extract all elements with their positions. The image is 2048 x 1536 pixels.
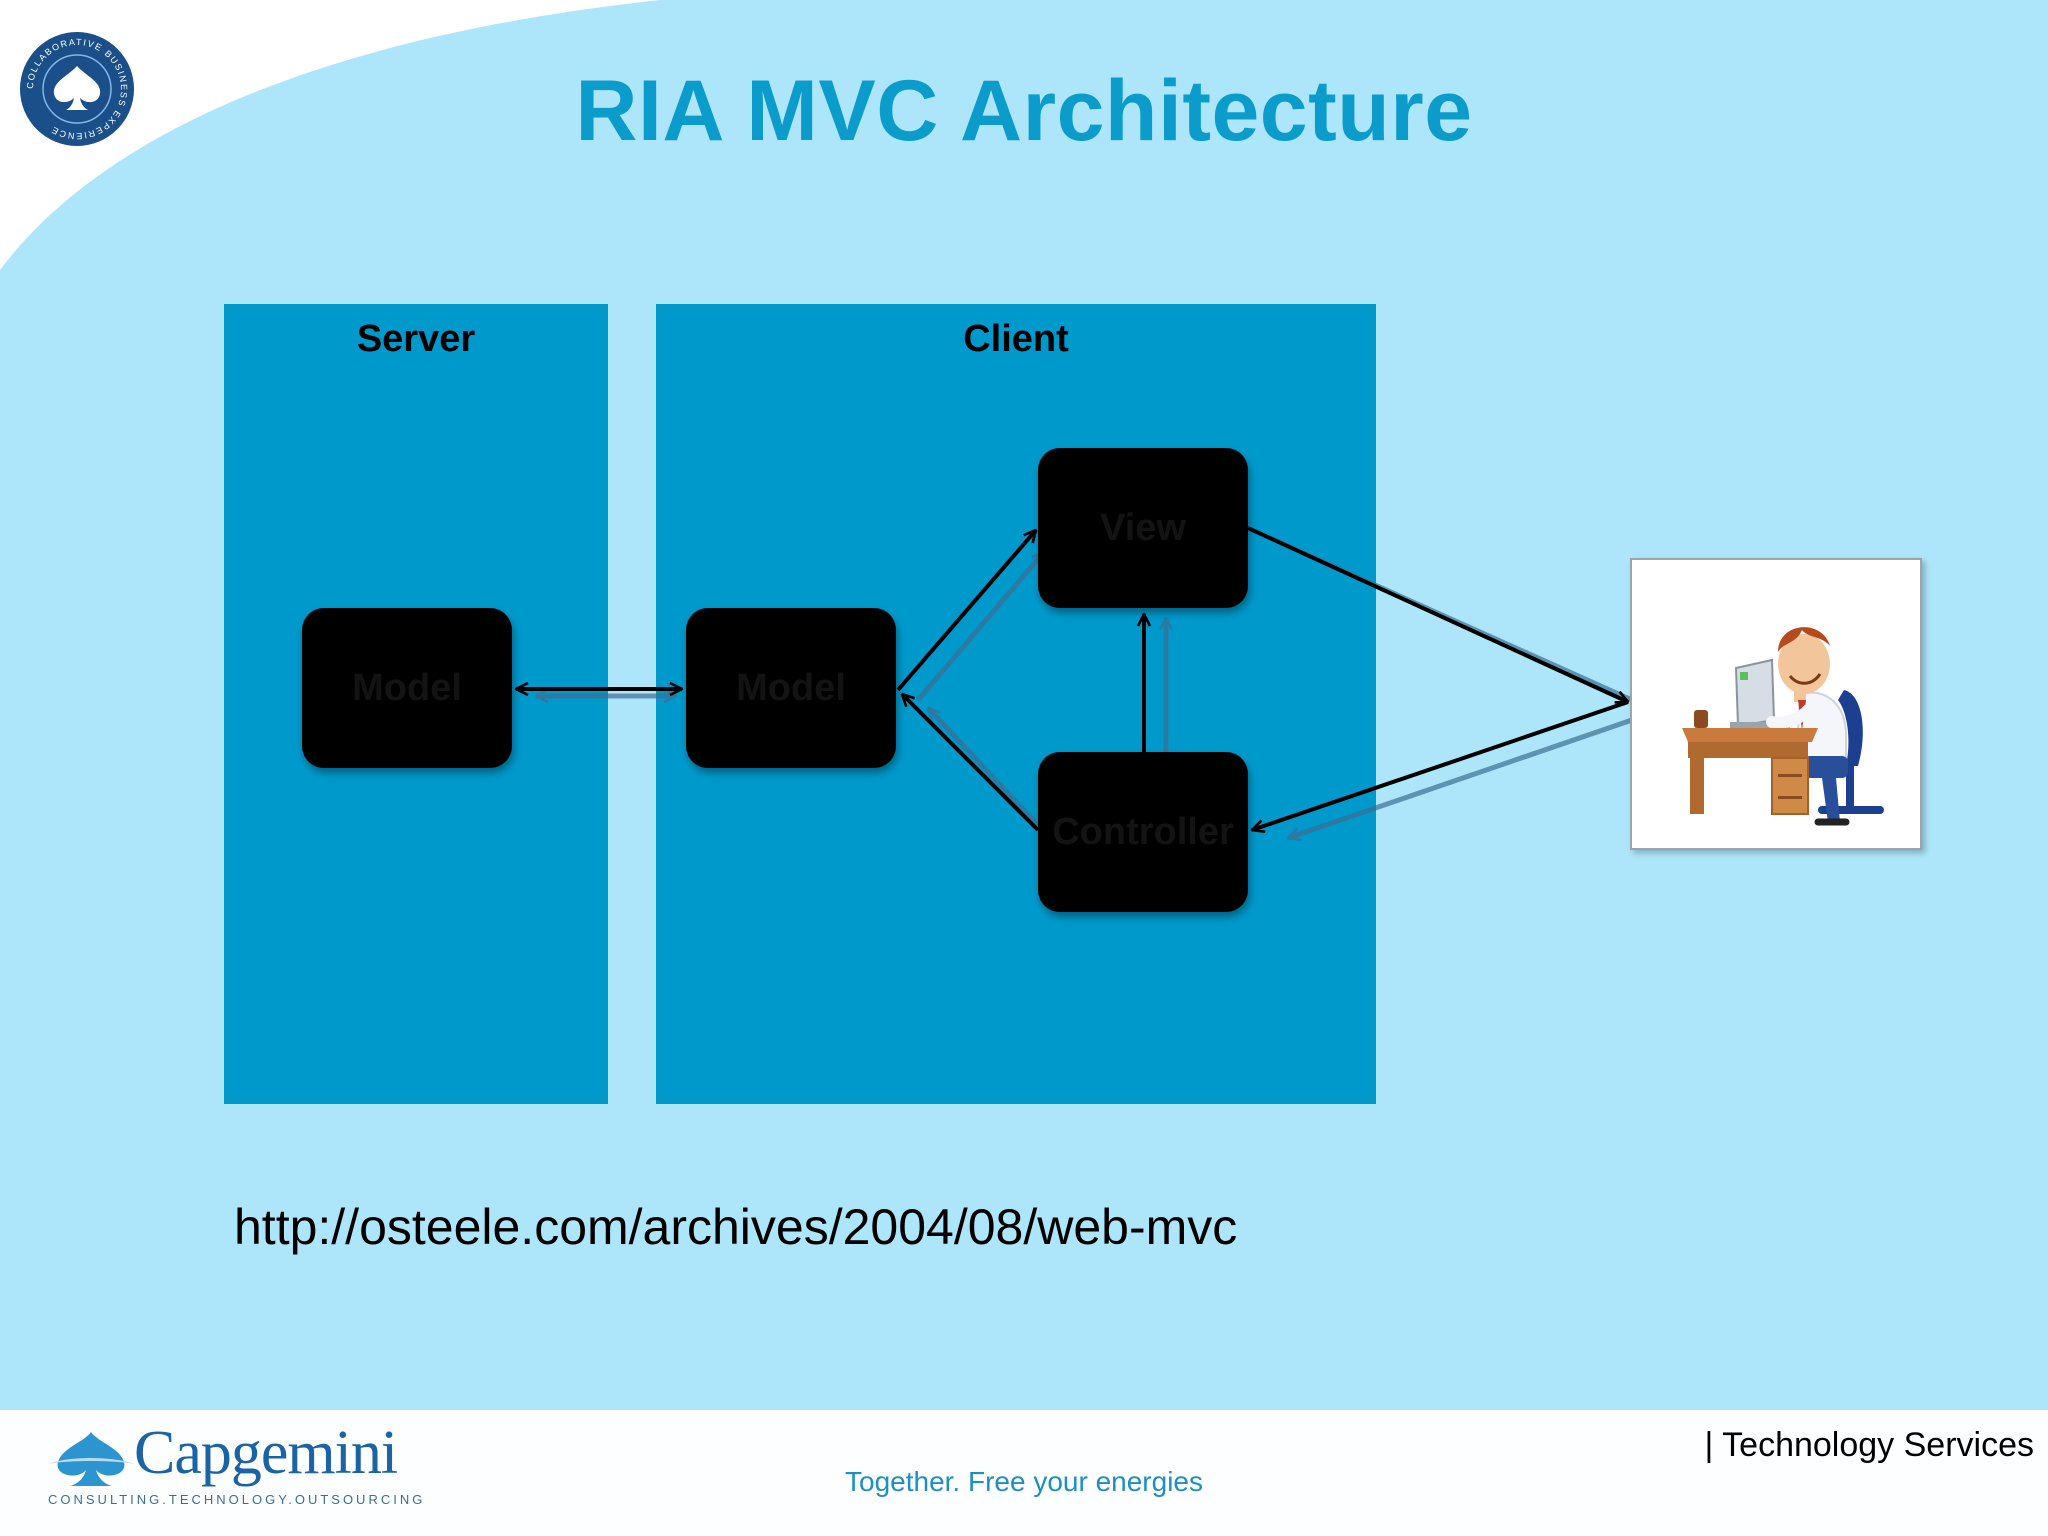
client-model-node: Model <box>686 608 896 768</box>
controller-node: Controller <box>1038 752 1248 912</box>
slide-background <box>0 0 660 270</box>
user-card <box>1630 558 1922 850</box>
spade-icon <box>53 66 101 110</box>
server-model-node: Model <box>302 608 512 768</box>
person-at-desk-icon <box>1682 627 1884 826</box>
source-url[interactable]: http://osteele.com/archives/2004/08/web-… <box>234 1199 1238 1255</box>
capgemini-logo-icon <box>48 1432 134 1486</box>
server-panel-label: Server <box>356 318 476 360</box>
brand-name: Capgemini <box>134 1419 398 1487</box>
slide-title: RIA MVC Architecture <box>575 63 1473 159</box>
brand-subtitle: CONSULTING.TECHNOLOGY.OUTSOURCING <box>48 1492 426 1507</box>
client-panel-label: Client <box>963 318 1069 360</box>
company-seal-logo: COLLABORATIVE BUSINESS EXPERIENCE <box>20 32 134 146</box>
view-node: View <box>1038 448 1248 608</box>
slide-footer <box>0 1410 2048 1536</box>
footer-division: | Technology Services <box>1704 1426 2035 1464</box>
footer-tagline: Together. Free your energies <box>845 1466 1203 1497</box>
